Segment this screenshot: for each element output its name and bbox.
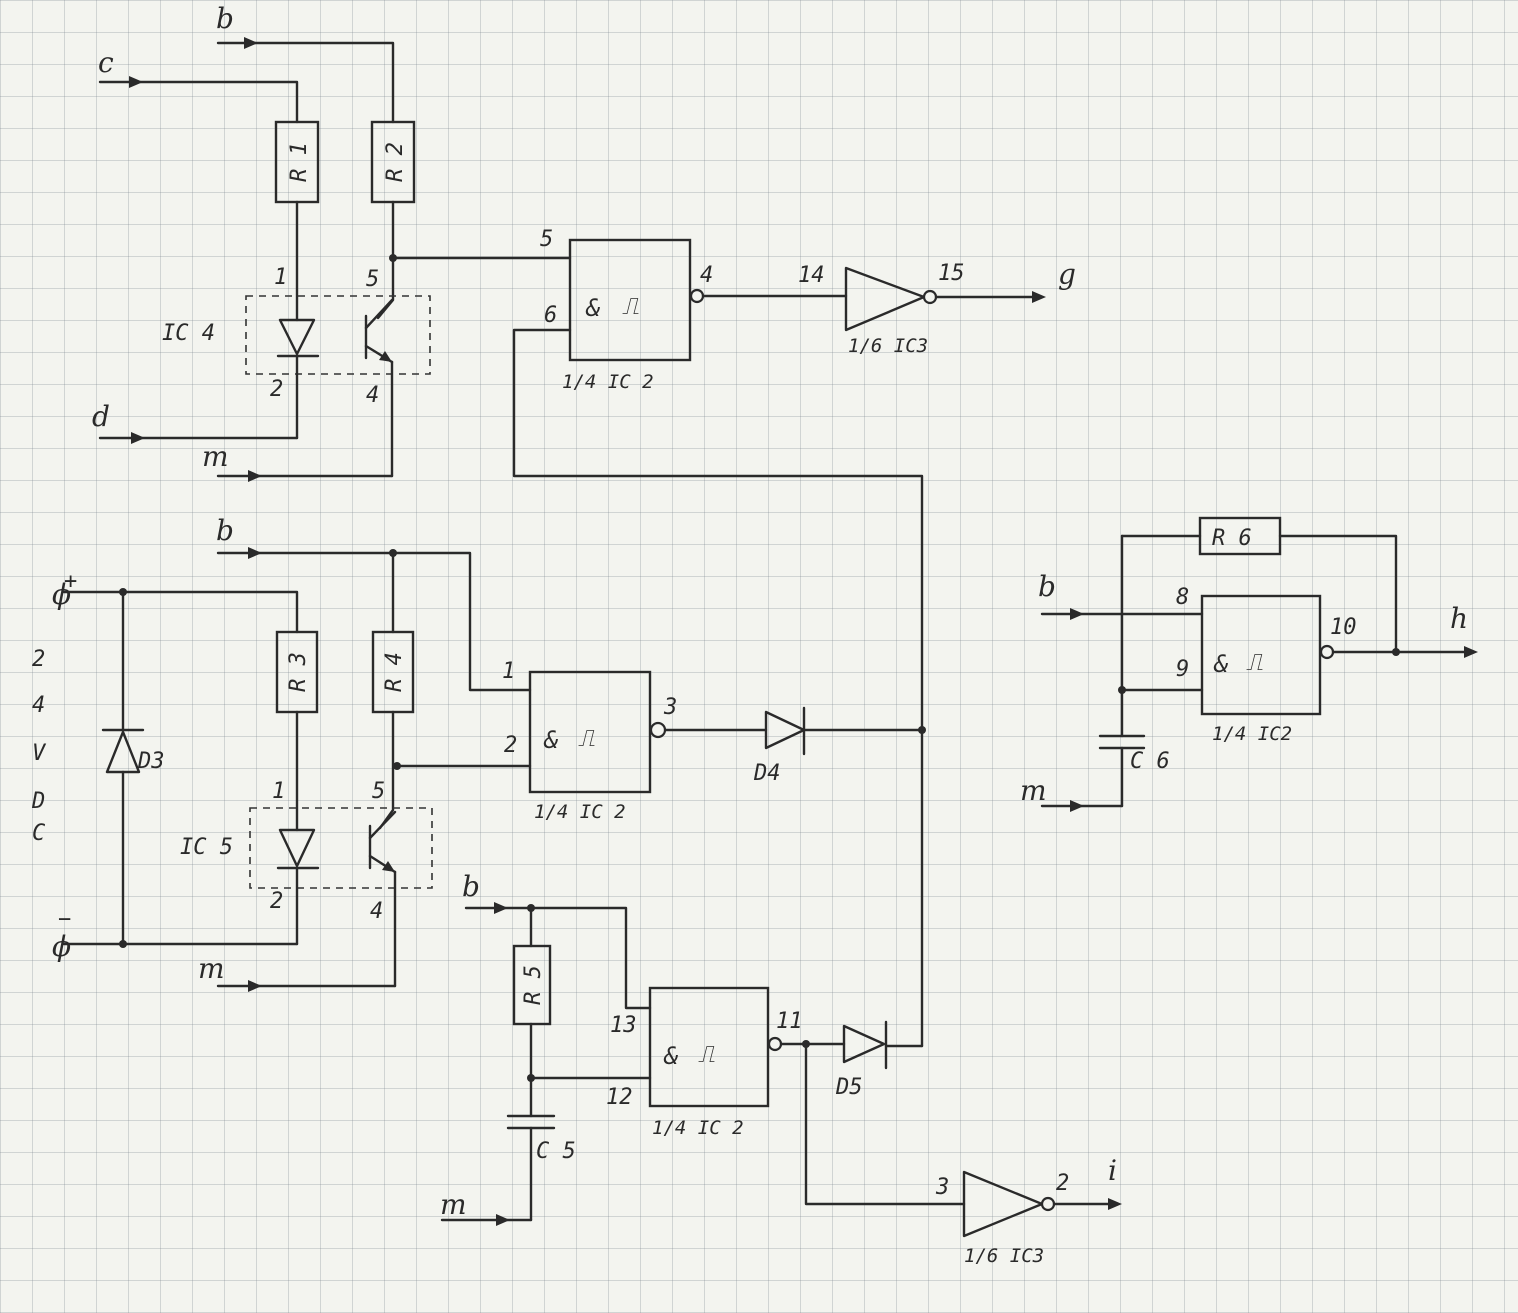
section-ic5: ϕ + ϕ − 2 4 V D C D3 R 3 b R 4 xyxy=(31,514,532,992)
label-c5: C 5 xyxy=(536,1139,576,1164)
section-right: R 6 b & ⎍ 8 9 10 1/4 IC2 h C 6 m xyxy=(1020,516,1478,812)
label-r4: R 4 xyxy=(382,652,407,692)
svg-text:11: 11 xyxy=(776,1009,803,1034)
svg-text:3: 3 xyxy=(663,695,677,720)
svg-text:13: 13 xyxy=(610,1013,637,1038)
label-b-mid: b xyxy=(216,514,234,547)
svg-text:2: 2 xyxy=(270,889,283,914)
svg-text:1: 1 xyxy=(272,779,285,804)
label-inv-bot: 1/6 IC3 xyxy=(964,1245,1044,1267)
supply-char-4: C xyxy=(32,821,46,846)
label-phi-minus: ϕ xyxy=(52,930,71,963)
label-ic4: IC 4 xyxy=(162,321,215,346)
supply-char-0: 2 xyxy=(32,647,45,672)
label-d: d xyxy=(92,400,110,433)
svg-text:14: 14 xyxy=(798,263,825,288)
label-d3: D3 xyxy=(137,749,165,774)
svg-text:2: 2 xyxy=(504,733,517,758)
svg-text:⎍: ⎍ xyxy=(698,1040,715,1068)
inverter-bottom: 3 2 1/6 IC3 i xyxy=(935,1154,1122,1267)
label-h: h xyxy=(1450,602,1468,635)
svg-text:&: & xyxy=(1213,650,1228,678)
label-b-top: b xyxy=(216,2,234,35)
svg-text:5: 5 xyxy=(540,227,553,252)
pin-ic4-2: 2 xyxy=(270,377,283,402)
label-d5: D5 xyxy=(835,1075,863,1100)
label-inv-top: 1/6 IC3 xyxy=(848,335,928,357)
svg-text:&: & xyxy=(585,294,600,322)
label-c6: C 6 xyxy=(1130,749,1170,774)
label-nand-right: 1/4 IC2 xyxy=(1212,723,1292,745)
svg-text:&: & xyxy=(543,726,558,754)
label-c: c xyxy=(98,46,114,79)
label-r1: R 1 xyxy=(287,142,312,182)
supply-char-1: 4 xyxy=(32,693,45,718)
svg-text:3: 3 xyxy=(935,1175,949,1200)
label-d4: D4 xyxy=(753,761,781,786)
svg-text:&: & xyxy=(663,1042,678,1070)
label-nand-bot: 1/4 IC 2 xyxy=(652,1117,744,1139)
label-nand-top: 1/4 IC 2 xyxy=(562,371,654,393)
diode-d3 xyxy=(105,730,141,774)
svg-text:12: 12 xyxy=(606,1085,633,1110)
inverter-top: 14 15 1/6 IC3 g xyxy=(798,258,1076,357)
pin-ic4-4: 4 xyxy=(366,383,379,408)
svg-text:⎍: ⎍ xyxy=(578,724,595,752)
label-g: g xyxy=(1058,258,1076,291)
optocoupler-ic5 xyxy=(249,807,433,889)
label-m-1: m xyxy=(202,440,229,473)
label-b-bot: b xyxy=(462,870,480,903)
svg-text:+: + xyxy=(64,569,77,594)
nand-gate-middle: & ⎍ 1 2 3 1/4 IC 2 D4 xyxy=(502,659,926,823)
pin-ic4-1: 1 xyxy=(274,265,287,290)
section-bottom: b R 5 C 5 m xyxy=(440,870,652,1226)
nand-gate-bottom: & ⎍ 13 12 11 1/4 IC 2 D5 xyxy=(606,986,966,1206)
diode-d4 xyxy=(764,710,806,750)
svg-text:15: 15 xyxy=(938,261,965,286)
optocoupler-ic4 xyxy=(245,295,431,375)
svg-text:10: 10 xyxy=(1330,615,1357,640)
label-r2: R 2 xyxy=(383,142,408,182)
diode-d5 xyxy=(842,1024,886,1064)
svg-text:⎍: ⎍ xyxy=(622,292,639,320)
label-r6: R 6 xyxy=(1212,526,1252,551)
led-ic4 xyxy=(278,318,316,356)
svg-text:−: − xyxy=(58,907,71,932)
svg-text:⎍: ⎍ xyxy=(1246,648,1263,676)
label-phi-plus: ϕ xyxy=(52,578,71,611)
label-ic5: IC 5 xyxy=(180,835,233,860)
label-r5: R 5 xyxy=(521,965,546,1005)
label-m-right: m xyxy=(1020,774,1047,807)
label-m-2: m xyxy=(198,952,225,985)
led-ic5 xyxy=(278,828,316,868)
svg-text:1: 1 xyxy=(502,659,515,684)
label-b-right: b xyxy=(1038,570,1056,603)
label-r3: R 3 xyxy=(286,652,311,692)
pin-ic4-5: 5 xyxy=(366,267,379,292)
nand-gate-top: & ⎍ 5 6 4 1/4 IC 2 xyxy=(512,227,924,1048)
supply-char-3: D xyxy=(31,789,45,814)
svg-text:9: 9 xyxy=(1176,657,1189,682)
label-nand-mid: 1/4 IC 2 xyxy=(534,801,626,823)
supply-char-2: V xyxy=(32,741,47,766)
svg-text:6: 6 xyxy=(544,303,557,328)
svg-text:4: 4 xyxy=(370,899,383,924)
label-m-3: m xyxy=(440,1188,467,1221)
svg-text:5: 5 xyxy=(372,779,385,804)
section-ic4: b c R 1 R 2 IC 4 1 5 2 4 xyxy=(92,2,572,482)
svg-text:2: 2 xyxy=(1056,1171,1069,1196)
label-i: i xyxy=(1108,1154,1117,1187)
svg-text:8: 8 xyxy=(1176,585,1189,610)
svg-text:4: 4 xyxy=(700,263,713,288)
